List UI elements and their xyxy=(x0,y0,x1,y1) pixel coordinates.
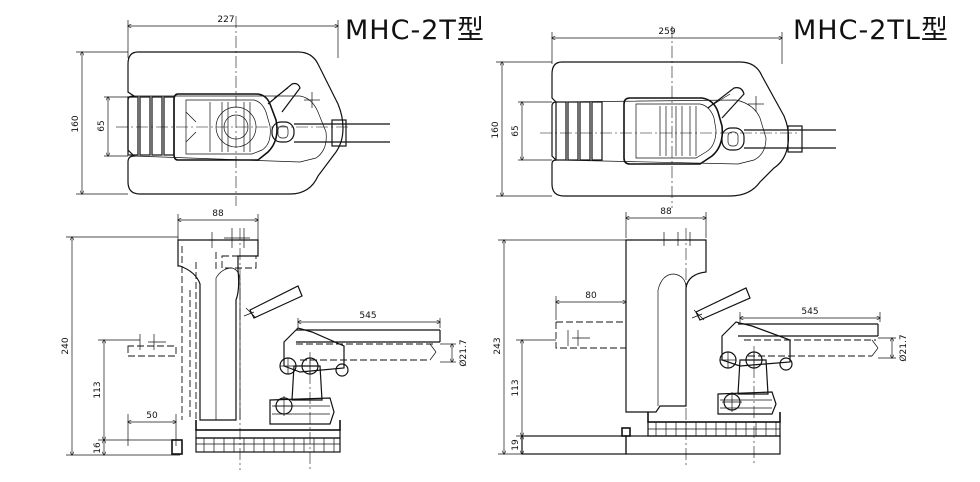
dim-left-side-mid-height: 113 xyxy=(93,381,103,398)
dim-left-top-inner: 65 xyxy=(97,120,107,131)
dim-left-side-total-height: 240 xyxy=(61,337,71,354)
dim-right-top-height: 160 xyxy=(491,121,501,138)
model-title-mhc-2tl: MHC-2TL型 xyxy=(793,15,949,46)
dim-left-top-height: 160 xyxy=(71,115,81,132)
dim-right-side-total-height: 243 xyxy=(493,337,503,354)
dim-left-top-width: 227 xyxy=(217,15,234,25)
dim-right-side-claw: 80 xyxy=(585,291,597,301)
right-top-view xyxy=(496,26,836,208)
dim-left-side-claw: 50 xyxy=(146,411,158,421)
dim-right-top-width: 259 xyxy=(658,27,675,37)
left-side-view xyxy=(66,214,456,470)
dim-right-side-top-width: 88 xyxy=(660,207,672,217)
dim-left-handle-dia: Ø21.7 xyxy=(458,339,469,366)
left-top-view xyxy=(76,16,390,206)
dim-right-side-mid-height: 113 xyxy=(511,379,521,396)
dim-right-handle-length: 545 xyxy=(801,307,818,317)
dim-left-side-base-height: 16 xyxy=(93,442,103,454)
dim-left-handle-length: 545 xyxy=(359,311,376,321)
dimension-labels: 227 160 65 88 240 113 16 50 545 Ø21.7 25… xyxy=(61,15,909,454)
dim-right-side-base-height: 19 xyxy=(511,439,521,451)
model-title-mhc-2t: MHC-2T型 xyxy=(345,15,485,46)
dim-right-handle-dia: Ø21.7 xyxy=(898,334,909,361)
dim-right-top-inner: 65 xyxy=(511,125,521,136)
dim-left-side-top-width: 88 xyxy=(212,209,224,219)
right-side-view xyxy=(498,212,896,466)
